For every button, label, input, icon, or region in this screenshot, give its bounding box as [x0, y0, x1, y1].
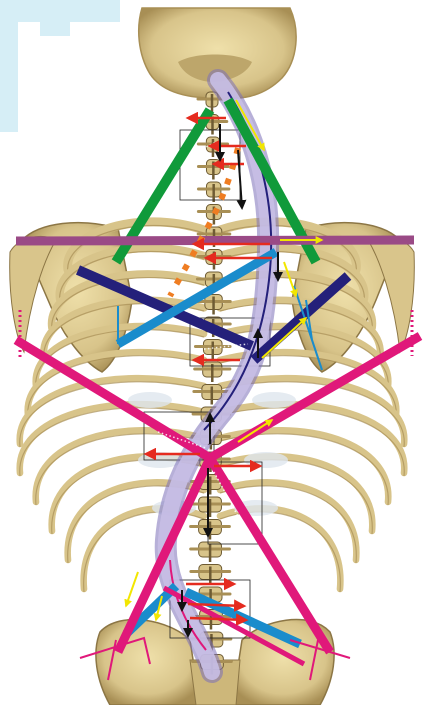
cartilage-patch — [252, 392, 296, 408]
watermark-logo — [0, 0, 120, 132]
cartilage-patch — [128, 392, 172, 408]
yellow-arrow-hip-left — [126, 572, 138, 606]
purple-band — [16, 240, 414, 241]
rib-left — [84, 508, 204, 589]
